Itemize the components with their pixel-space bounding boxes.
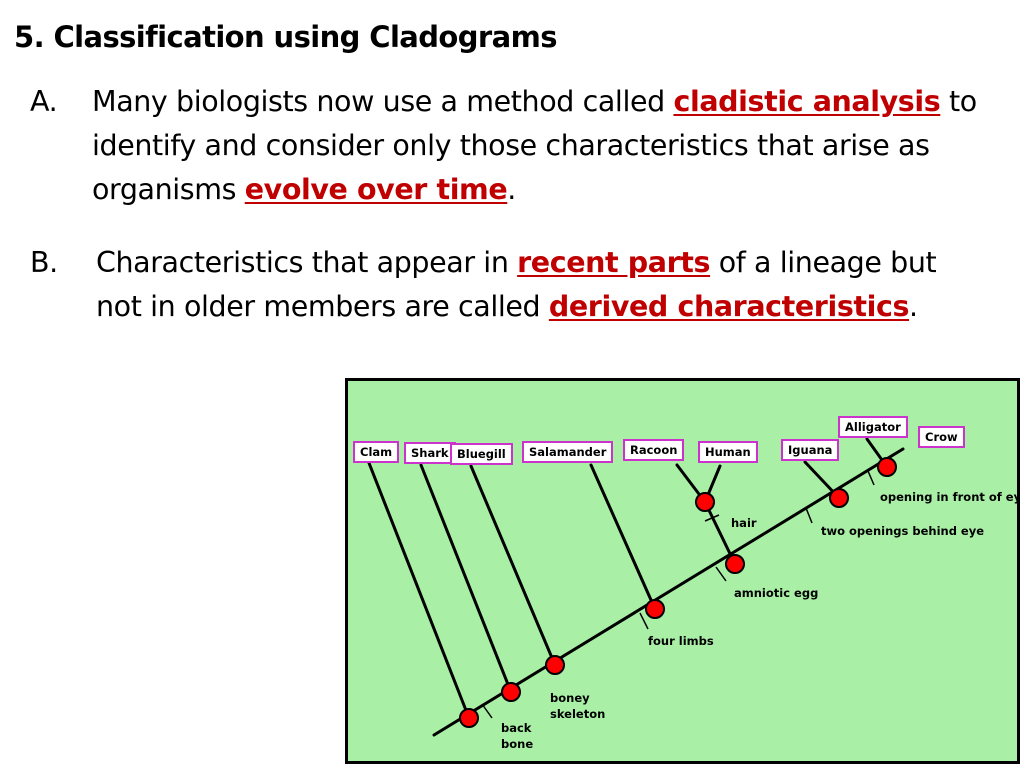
slide-title: 5. Classification using Cladograms: [14, 20, 557, 54]
bullet-b-text: Characteristics that appear in recent pa…: [96, 241, 976, 329]
bullet-b-text-3: .: [909, 290, 918, 323]
trait-label-four-limbs: four limbs: [648, 634, 714, 648]
node-3: [545, 655, 565, 675]
node-2: [501, 682, 521, 702]
tick-opening-front: [867, 470, 875, 486]
cladogram-lines: [367, 437, 905, 737]
bullet-b-text-2: of a lineage but not in older members ar…: [96, 246, 937, 323]
trait-label-hair: hair: [731, 516, 757, 530]
taxon-label-bluegill: Bluegill: [450, 443, 513, 465]
branch-shark: [419, 463, 513, 694]
taxon-label-shark: Shark: [404, 442, 456, 464]
bullet-a-text: Many biologists now use a method called …: [92, 80, 1020, 212]
bullet-a-text-1: Many biologists now use a method called: [92, 85, 674, 118]
tick-hair: [704, 514, 720, 522]
keyword-cladistic-analysis: cladistic analysis: [673, 85, 941, 118]
trait-label-boney-skeleton: boney skeleton: [550, 691, 606, 721]
bullet-a-text-2: to identify and consider only those char…: [92, 85, 977, 206]
taxon-label-clam: Clam: [353, 441, 400, 463]
bullet-b: B. Characteristics that appear in recent…: [30, 241, 1020, 329]
node-4: [645, 599, 665, 619]
node-7: [877, 457, 897, 477]
tick-amniotic-egg: [715, 566, 727, 582]
taxon-label-racoon: Racoon: [623, 439, 685, 461]
bullet-a-marker: A.: [30, 85, 58, 118]
taxon-label-iguana: Iguana: [781, 439, 840, 461]
cladogram: Clam Shark Bluegill Salamander Racoon Hu…: [345, 378, 1020, 764]
trait-label-opening-in-front-of-eye: opening in front of eye: [880, 490, 1020, 504]
taxon-label-crow: Crow: [918, 426, 965, 448]
branch-salamander: [589, 463, 657, 611]
bullet-a: A. Many biologists now use a method call…: [30, 80, 1020, 212]
bullet-b-text-1: Characteristics that appear in: [96, 246, 518, 279]
branch-clam: [367, 461, 471, 720]
node-mammals: [695, 492, 715, 512]
bullet-a-text-3: .: [507, 173, 516, 206]
taxon-label-human: Human: [698, 441, 758, 463]
node-6: [829, 488, 849, 508]
branch-mammals: [703, 500, 737, 566]
trait-label-back-bone: back bone: [501, 721, 534, 751]
node-1: [459, 708, 479, 728]
keyword-evolve-over-time: evolve over time: [244, 173, 508, 206]
trait-label-two-openings-behind-eye: two openings behind eye: [821, 524, 985, 538]
bullet-b-marker: B.: [30, 246, 58, 279]
branch-bluegill: [469, 464, 557, 667]
keyword-recent-parts: recent parts: [517, 246, 711, 279]
trait-label-amniotic-egg: amniotic egg: [734, 586, 819, 600]
taxon-label-alligator: Alligator: [838, 416, 908, 438]
node-5: [725, 554, 745, 574]
keyword-derived-characteristics: derived characteristics: [548, 290, 910, 323]
tick-two-openings: [805, 507, 813, 524]
tick-back-bone: [481, 703, 493, 719]
tick-four-limbs: [639, 612, 649, 630]
taxon-label-salamander: Salamander: [522, 441, 614, 463]
